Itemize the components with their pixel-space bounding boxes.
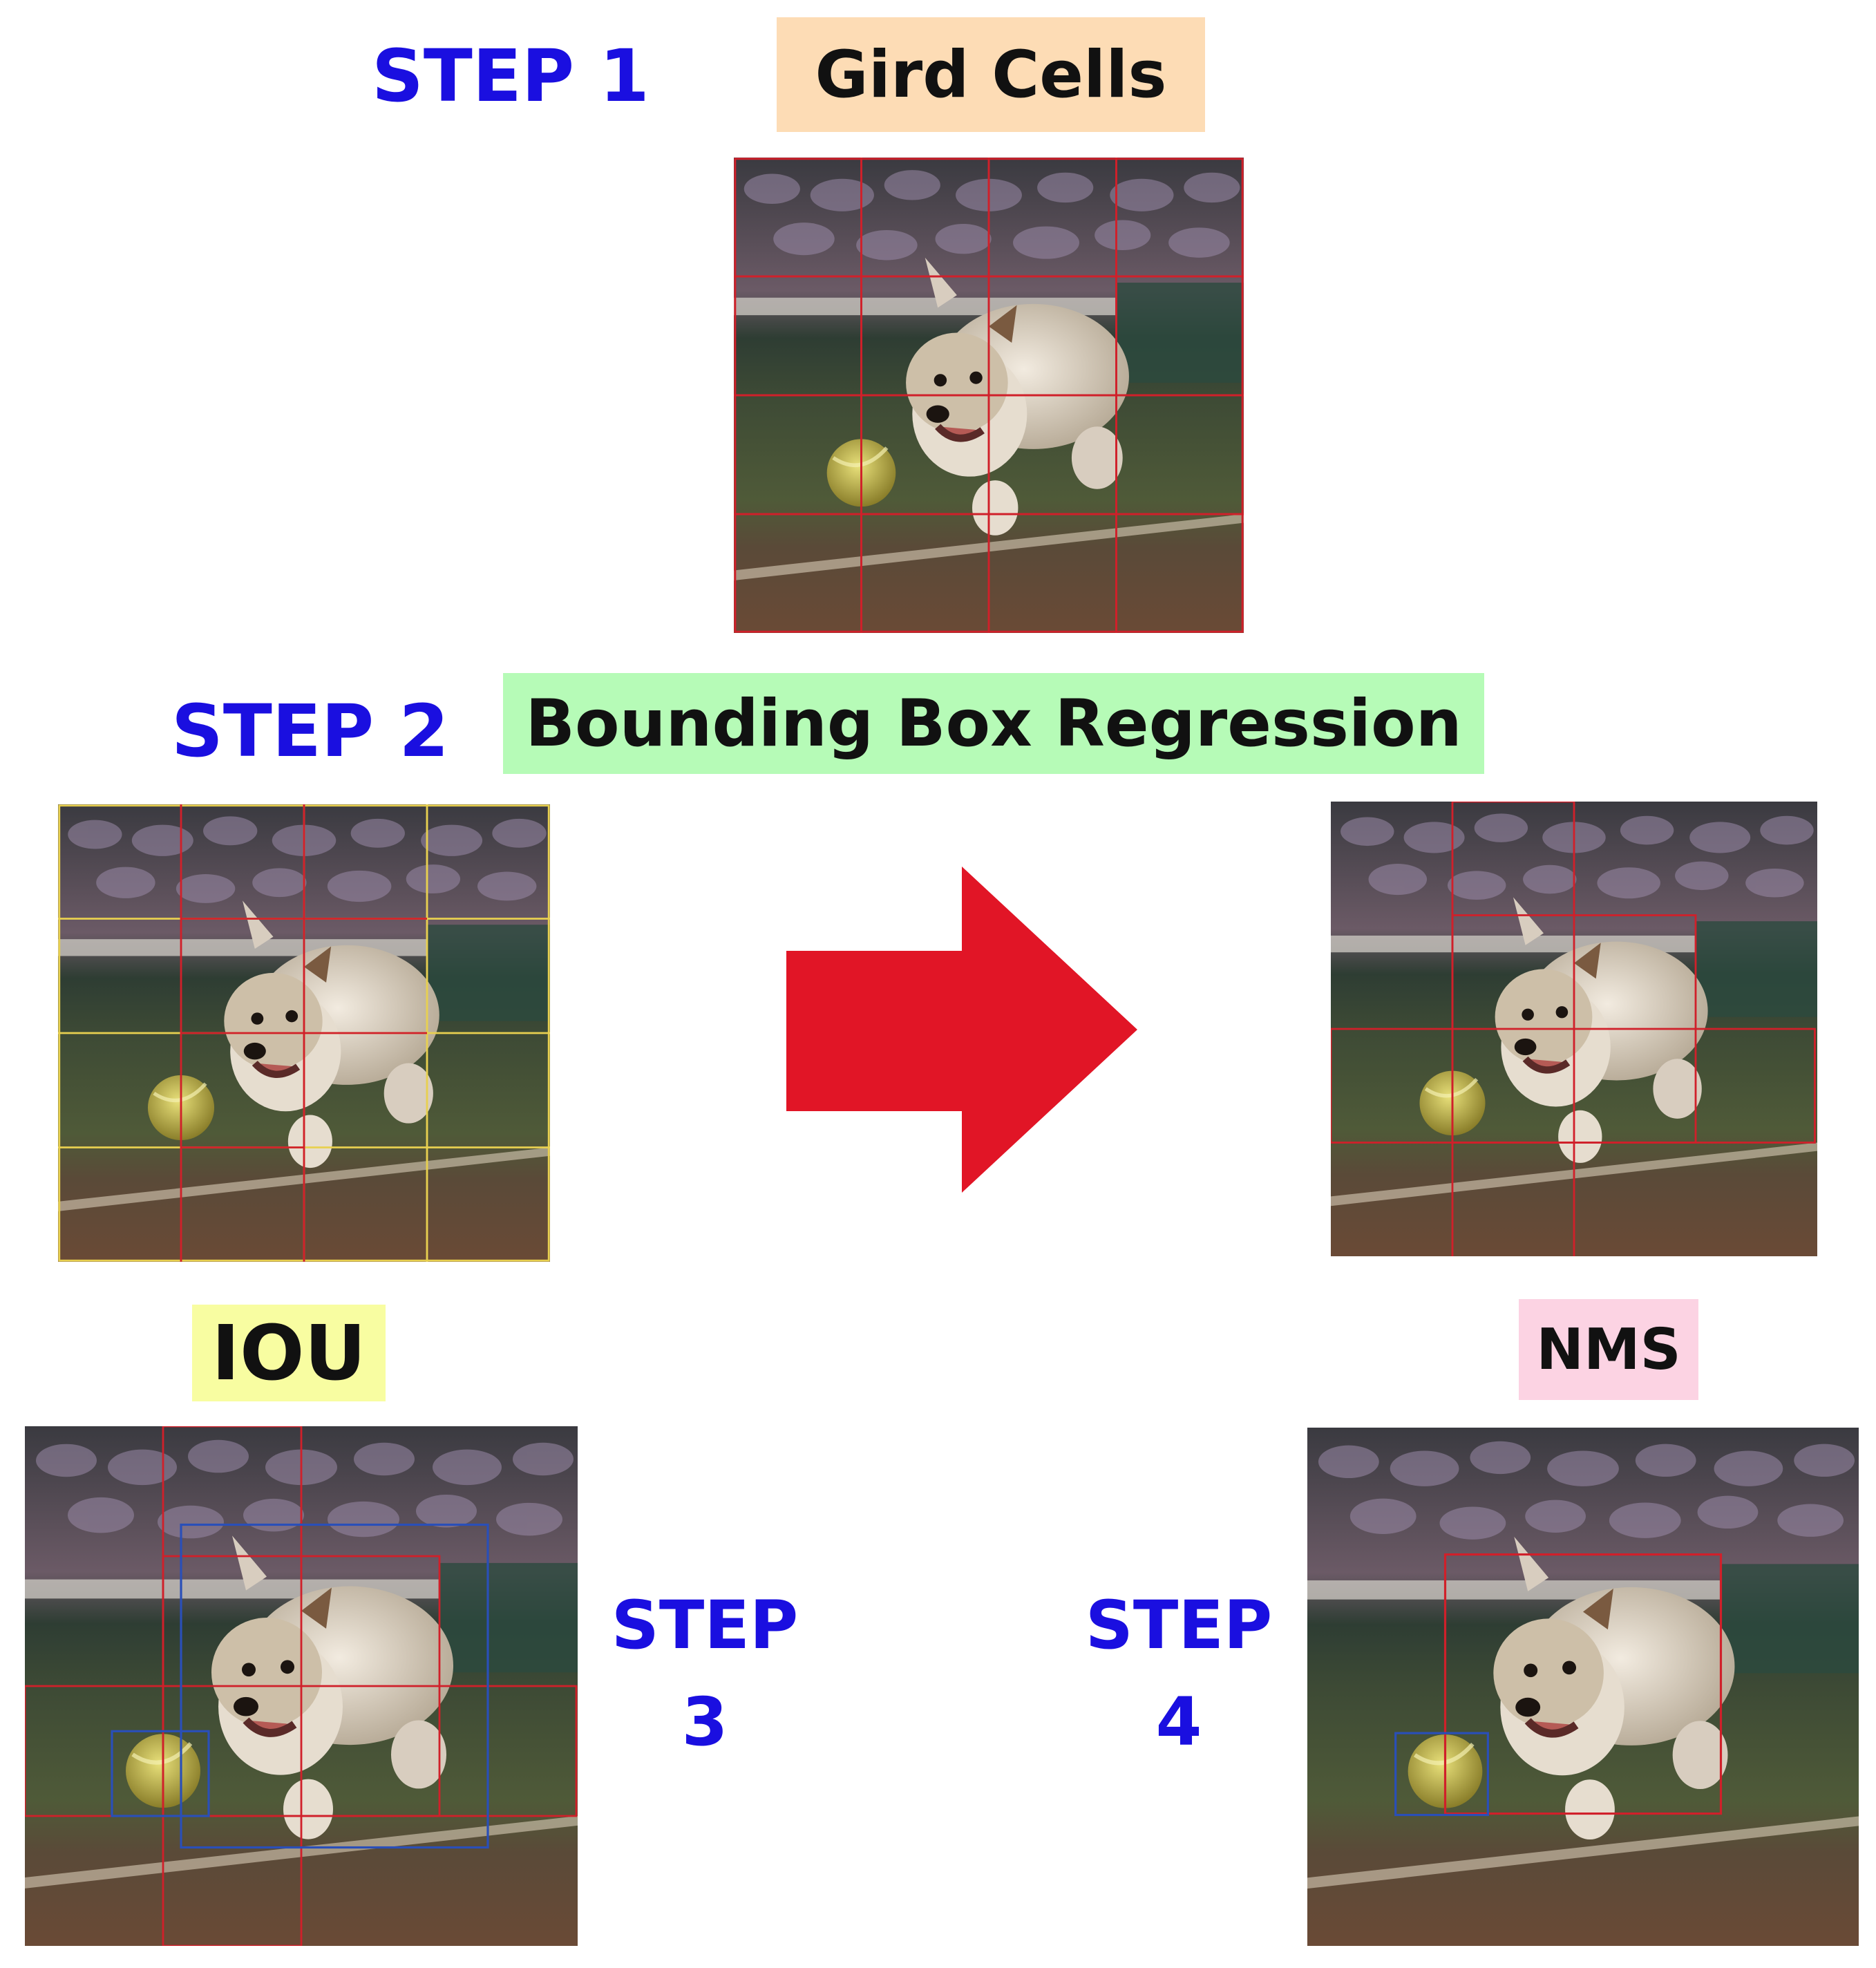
- iou-title-text: IOU: [211, 1309, 366, 1397]
- step1-grid-lines: [734, 158, 1244, 633]
- step3-blue-boxes: [111, 1523, 489, 1849]
- step1-label: STEP 1: [372, 34, 650, 118]
- bounding-box-regression-title-text: Bounding Box Regression: [525, 685, 1462, 761]
- step3-iou-image: [25, 1426, 578, 1946]
- step4-label-line1: STEP: [1085, 1587, 1273, 1664]
- iou-title: IOU: [192, 1305, 386, 1401]
- step1-grid-image: [734, 158, 1244, 633]
- step3-label-line1: STEP: [611, 1587, 799, 1664]
- step4-label-line2: 4: [1155, 1683, 1202, 1761]
- right-arrow-icon: [786, 867, 1137, 1193]
- step4-nms-image: [1307, 1428, 1859, 1946]
- step2-input-image: [58, 804, 550, 1262]
- step2-label: STEP 2: [171, 689, 449, 773]
- bounding-box-regression-title: Bounding Box Regression: [503, 673, 1484, 774]
- step2-output-image: [1331, 802, 1817, 1256]
- step2-regressed-boxes: [1331, 802, 1816, 1256]
- step2-red-grid: [180, 804, 427, 1262]
- step3-label: STEP 3: [608, 1577, 802, 1770]
- nms-title-text: NMS: [1536, 1316, 1681, 1383]
- step3-red-boxes: [25, 1426, 578, 1946]
- step3-label-line2: 3: [681, 1683, 728, 1761]
- step4-label: STEP 4: [1082, 1577, 1276, 1770]
- gird-cells-title-text: Gird Cells: [815, 37, 1167, 113]
- nms-title: NMS: [1519, 1299, 1698, 1400]
- gird-cells-title: Gird Cells: [777, 17, 1205, 132]
- step4-final-boxes: [1394, 1553, 1723, 1817]
